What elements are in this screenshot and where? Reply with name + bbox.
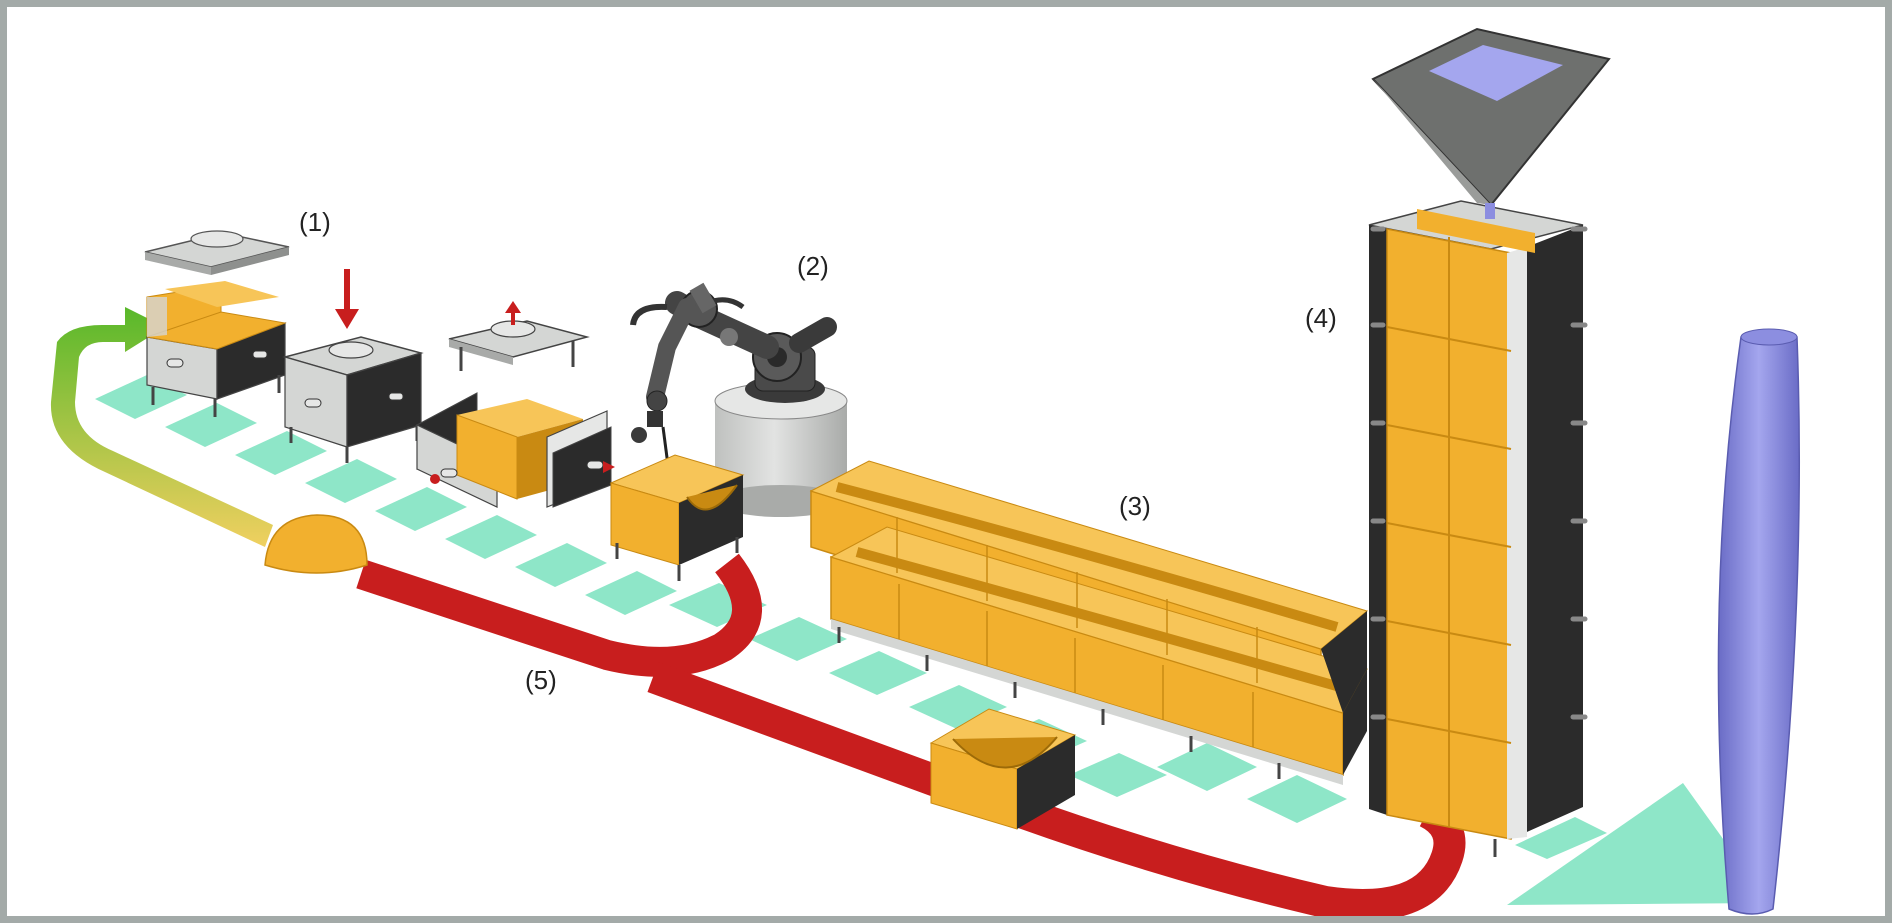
label-step-5: (5) (525, 665, 557, 695)
industrial-robot-icon (630, 282, 837, 474)
station-1-mold-box (144, 230, 290, 417)
production-line-diagram: (1) (2) (3) (4) (5) (50, 27, 1801, 916)
station-1-demold-box (416, 320, 615, 508)
label-step-3: (3) (1119, 491, 1151, 521)
start-arrow (50, 307, 274, 547)
label-step-4: (4) (1305, 303, 1337, 333)
finished-blade (1717, 331, 1801, 915)
label-step-2: (2) (797, 251, 829, 281)
press-arrow-icon (335, 269, 359, 329)
exit-arrow (1507, 783, 1769, 905)
hopper-icon (1371, 27, 1611, 219)
returning-formwork-segment (929, 708, 1077, 830)
curing-line-formwork (809, 460, 1369, 785)
label-step-1: (1) (299, 207, 331, 237)
casting-tower (1368, 200, 1588, 857)
lift-arrow-icon (505, 301, 521, 325)
return-path (356, 553, 1466, 916)
material-pile (264, 514, 368, 574)
robot-formwork-segment (609, 454, 745, 581)
